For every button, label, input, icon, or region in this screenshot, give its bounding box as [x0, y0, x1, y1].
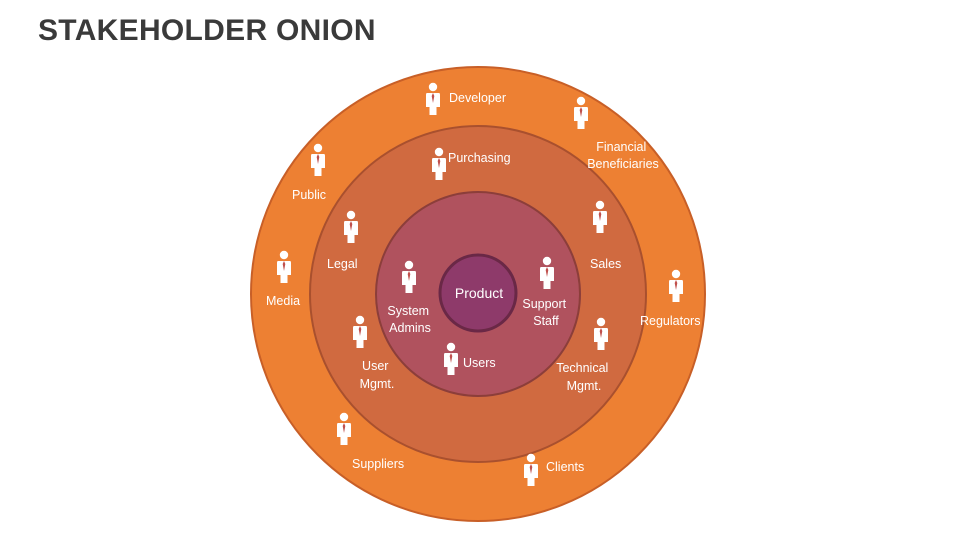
label-technical-mgmt: Technical Mgmt. — [556, 361, 612, 393]
label-sales: Sales — [590, 257, 621, 271]
core-circle — [438, 253, 518, 333]
label-developer: Developer — [449, 91, 506, 105]
page-title: STAKEHOLDER ONION — [38, 14, 376, 47]
label-suppliers: Suppliers — [352, 457, 404, 471]
label-financial-beneficiaries: Financial Beneficiaries — [587, 140, 659, 171]
label-clients: Clients — [546, 460, 584, 474]
label-user-mgmt: User Mgmt. — [360, 359, 395, 391]
label-support-staff: Support Staff — [522, 297, 569, 328]
label-regulators: Regulators — [640, 314, 700, 328]
label-system-admins: System Admins — [387, 304, 432, 335]
core-label: Product — [455, 285, 503, 301]
label-media: Media — [266, 294, 300, 308]
label-legal: Legal — [327, 257, 358, 271]
label-users: Users — [463, 356, 496, 370]
label-purchasing: Purchasing — [448, 151, 511, 165]
label-public: Public — [292, 188, 326, 202]
